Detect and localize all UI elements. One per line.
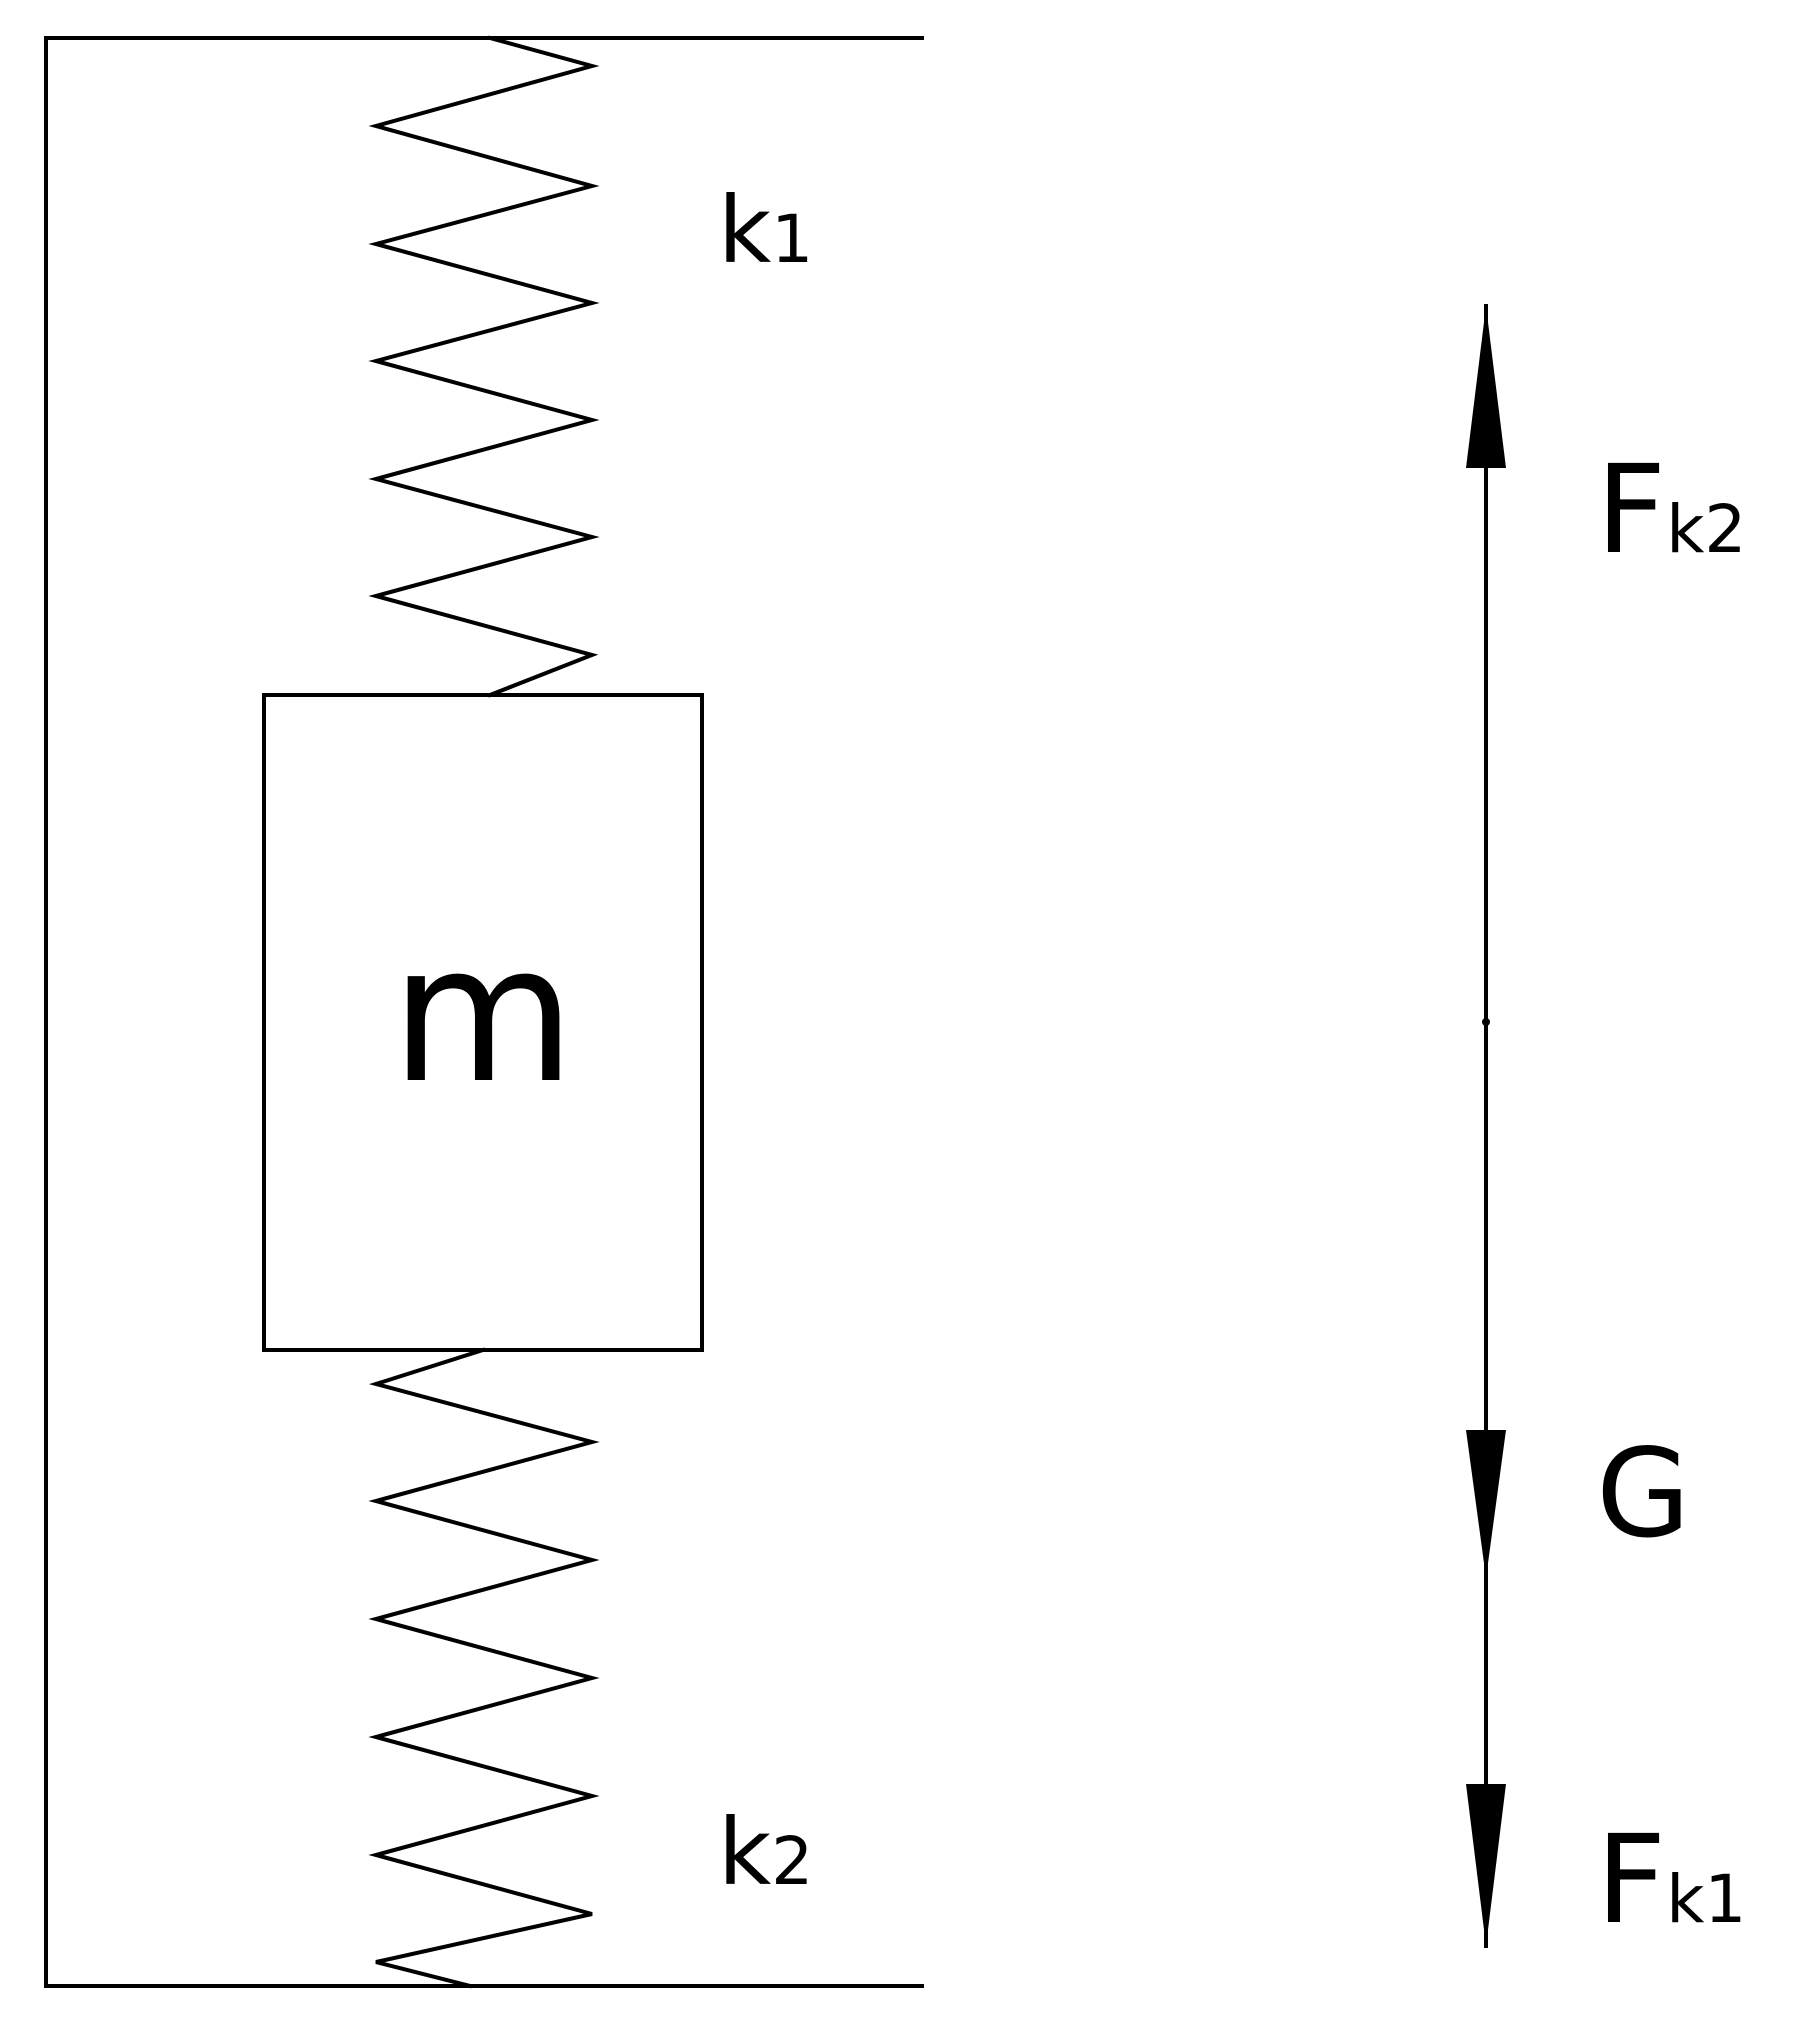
spring-bottom-label: k2 <box>718 1799 813 1906</box>
spring-top-symbol: k <box>718 177 772 284</box>
force-label-fk2: Fk2 <box>1596 439 1746 581</box>
force-fk2-subscript: k2 <box>1666 491 1746 568</box>
frame <box>44 36 924 1988</box>
spring-top-subscript: 1 <box>771 201 813 278</box>
arrow-down-g <box>1466 1430 1506 1578</box>
spring-top-label: k1 <box>718 177 813 284</box>
mass-label: m <box>390 904 575 1125</box>
spring-bottom-subscript: 2 <box>771 1823 813 1900</box>
spring-bottom-k2 <box>368 1347 600 1989</box>
force-fk1-symbol: F <box>1596 1809 1666 1951</box>
arrow-down-fk1 <box>1466 1784 1506 1946</box>
force-label-fk1: Fk1 <box>1596 1809 1746 1951</box>
force-fk1-subscript: k1 <box>1666 1861 1746 1938</box>
force-origin-point <box>1482 1018 1490 1026</box>
arrow-up-fk2 <box>1466 306 1506 468</box>
force-fk2-symbol: F <box>1596 439 1666 581</box>
spring-top-k1 <box>368 35 600 698</box>
force-g-symbol: G <box>1596 1423 1691 1565</box>
force-diagram <box>1466 304 1506 1948</box>
spring-bottom-symbol: k <box>718 1799 772 1906</box>
force-label-g: G <box>1596 1423 1691 1565</box>
